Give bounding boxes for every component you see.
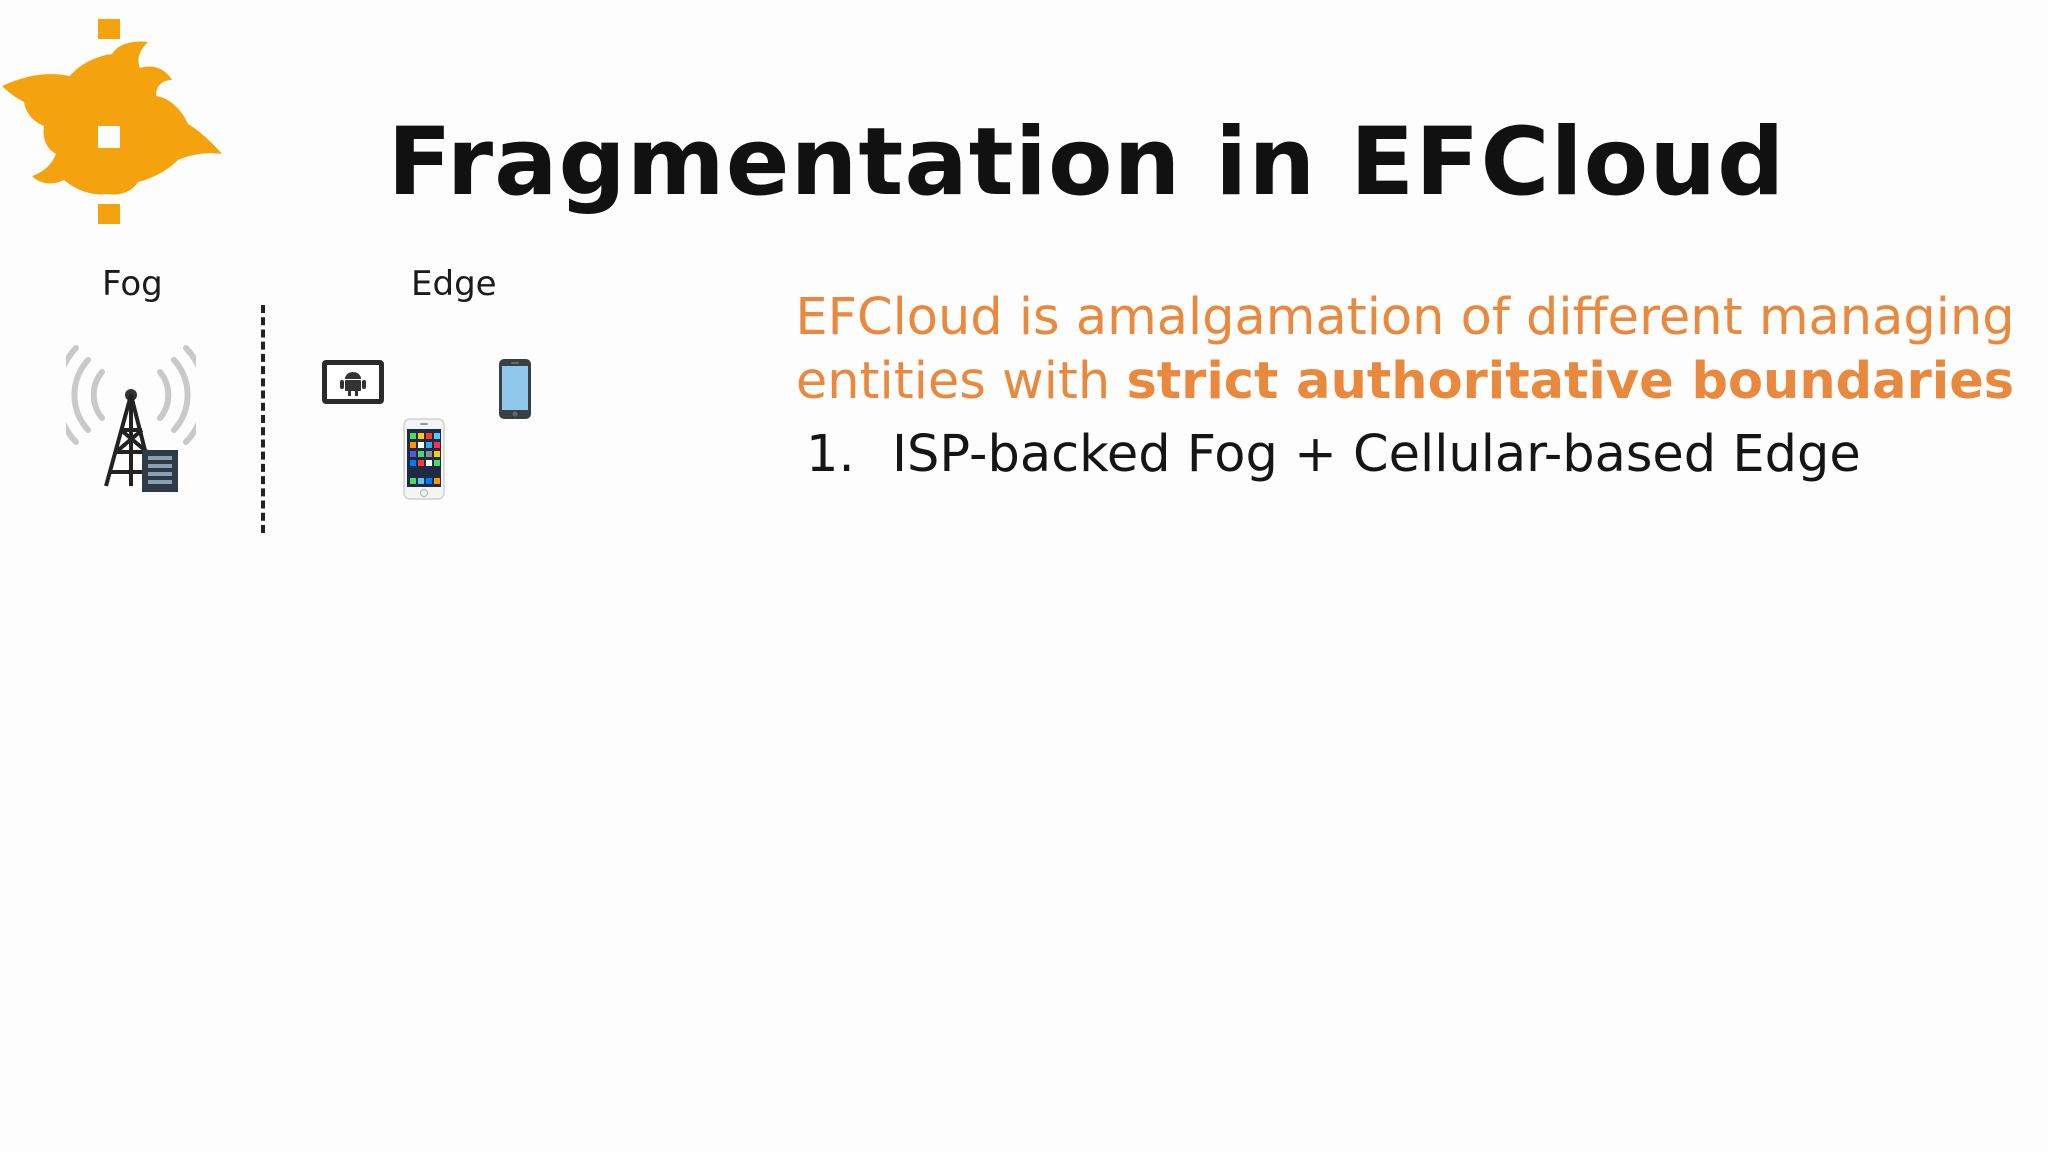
statement-line-2-prefix: entities with — [795, 352, 1127, 411]
fog-edge-divider — [261, 305, 265, 533]
list-item: 1. ISP-backed Fog + Cellular-based Edge — [806, 425, 1861, 484]
list-item-text: ISP-backed Fog + Cellular-based Edge — [892, 425, 1861, 484]
server-icon — [142, 450, 178, 492]
cell-tower-icon — [66, 345, 196, 492]
statement-emphasis: strict authoritative boundaries — [1126, 352, 2015, 411]
list-item-number: 1. — [806, 425, 855, 484]
edge-label: Edge — [411, 264, 497, 304]
university-logo-icon — [2, 19, 222, 224]
iphone-icon — [403, 418, 445, 500]
slide-title: Fragmentation in EFCloud — [387, 108, 1786, 217]
fog-label: Fog — [102, 264, 163, 304]
android-tablet-icon — [322, 360, 384, 404]
statement-line-1: EFCloud is amalgamation of different man… — [795, 288, 2015, 347]
statement-line-2: entities with strict authoritative bound… — [790, 350, 2020, 414]
smartphone-icon — [499, 359, 531, 419]
efcloud-statement: EFCloud is amalgamation of different man… — [790, 286, 2020, 414]
